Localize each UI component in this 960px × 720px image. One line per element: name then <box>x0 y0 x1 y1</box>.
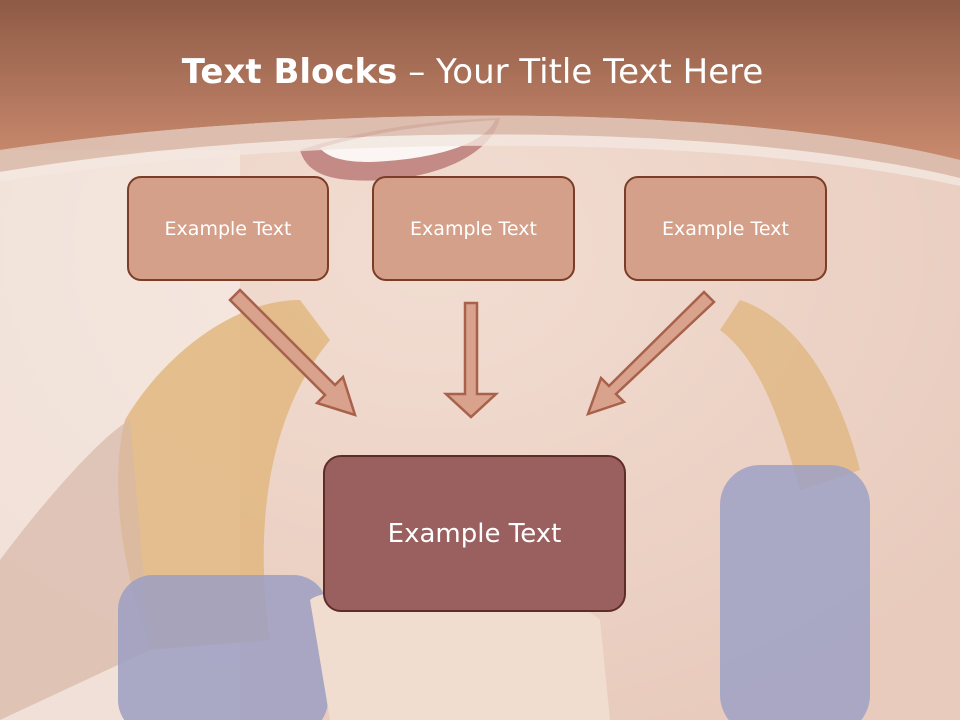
slide-title: Text Blocks – Your Title Text Here <box>0 52 945 92</box>
arrow-center-down <box>442 301 500 419</box>
text-box-main[interactable]: Example Text <box>323 455 626 612</box>
arrow-left-diagonal <box>228 288 357 417</box>
arrow-right-diagonal <box>585 290 716 417</box>
text-box-top-left[interactable]: Example Text <box>127 176 329 281</box>
text-box-top-center[interactable]: Example Text <box>372 176 575 281</box>
title-bold: Text Blocks <box>181 52 398 92</box>
title-rest: Your Title Text Here <box>436 52 764 92</box>
title-separator: – <box>397 52 437 92</box>
text-box-top-right[interactable]: Example Text <box>624 176 827 281</box>
